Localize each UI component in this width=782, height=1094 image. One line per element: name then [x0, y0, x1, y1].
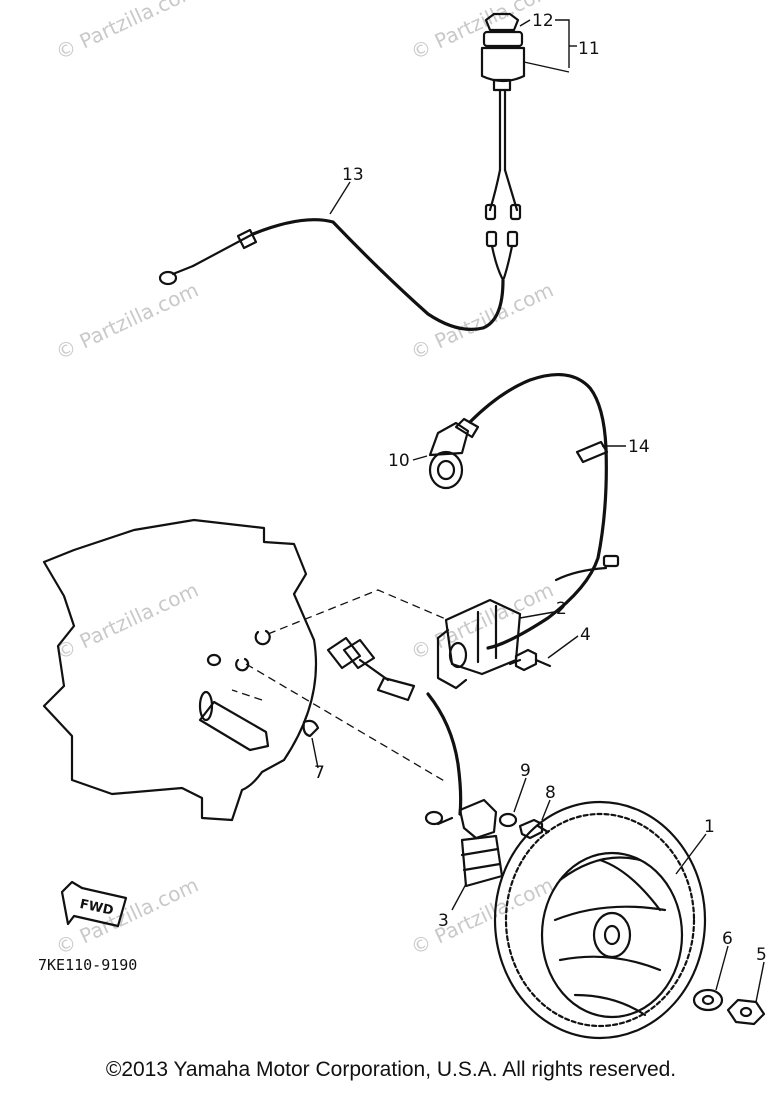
callout-12: 12: [532, 11, 554, 31]
fwd-arrow: FWD: [60, 880, 128, 928]
stop-switch: [480, 12, 526, 221]
assembly-lines: [231, 589, 449, 783]
engine-outline: [42, 518, 318, 822]
watermark: © Partzilla.com: [52, 578, 202, 665]
callout-8: 8: [545, 783, 556, 803]
callout-11: 11: [578, 39, 600, 59]
callout-13: 13: [342, 165, 364, 185]
watermark: © Partzilla.com: [407, 278, 557, 365]
callout-4: 4: [580, 625, 591, 645]
callout-10: 10: [388, 451, 410, 471]
flywheel: [493, 800, 707, 1040]
bolt-4: [508, 648, 552, 672]
callout-14: 14: [628, 437, 650, 457]
watermark: © Partzilla.com: [407, 873, 557, 960]
woodruff-key: [302, 719, 320, 738]
watermark: © Partzilla.com: [52, 0, 202, 65]
leader-lines: [311, 19, 765, 1003]
copyright-notice: ©2013 Yamaha Motor Corporation, U.S.A. A…: [105, 1058, 677, 1081]
callout-2: 2: [556, 599, 567, 619]
callout-5: 5: [756, 945, 767, 965]
callout-9: 9: [520, 761, 531, 781]
nut-5: [726, 998, 766, 1026]
watermark: © Partzilla.com: [52, 278, 202, 365]
washer-6: [692, 988, 724, 1012]
fwd-label: FWD: [78, 897, 115, 919]
shaft: [198, 690, 270, 752]
callout-7: 7: [314, 763, 325, 783]
callouts: 1 2 3 4 5 6 7 8 9 10 11 12 13 14: [314, 11, 767, 965]
circlips: [206, 629, 271, 672]
wire-harness: [158, 218, 519, 331]
callout-1: 1: [704, 817, 715, 837]
callout-6: 6: [722, 929, 733, 949]
diagram-ref: 7KE110-9190: [38, 956, 137, 974]
spark-plug-cap: [428, 373, 620, 650]
pulser-coil: [424, 692, 504, 888]
washer-9: [498, 812, 518, 828]
watermark: © Partzilla.com: [407, 578, 557, 665]
callout-3: 3: [438, 911, 449, 931]
pickup-connector: [326, 636, 416, 702]
watermarks: © Partzilla.com © Partzilla.com © Partzi…: [52, 0, 557, 960]
screw-8: [518, 818, 550, 840]
